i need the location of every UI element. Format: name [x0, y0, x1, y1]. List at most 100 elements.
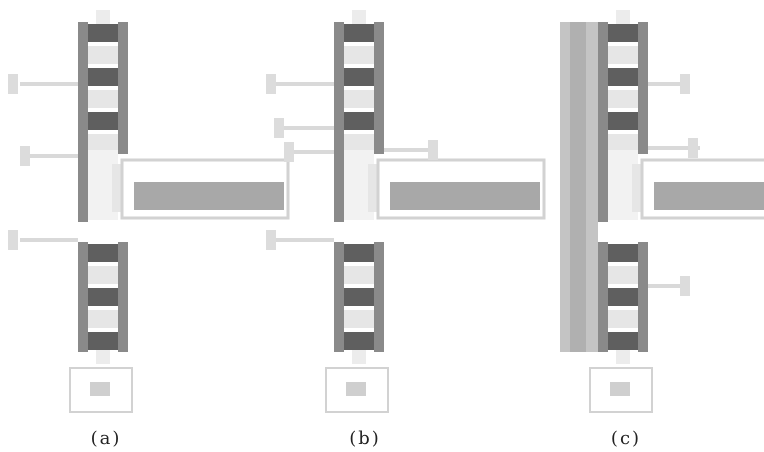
leader-tag	[284, 142, 294, 162]
cell-wall-right	[638, 110, 648, 132]
branch-fill	[654, 182, 764, 210]
cell-wall-right	[638, 286, 648, 308]
column-cell	[88, 68, 118, 86]
base-box-mark	[90, 382, 110, 396]
caption-panel-b: (b)	[349, 428, 381, 449]
cell-wall-left	[78, 88, 88, 110]
cell-wall-left	[598, 110, 608, 132]
top-stub	[96, 10, 110, 24]
column-cell	[344, 68, 374, 86]
junction-wall	[78, 148, 88, 222]
cell-wall-right	[374, 66, 384, 88]
top-stub	[616, 10, 630, 24]
cell-wall-right	[118, 242, 128, 264]
cell-wall-right	[374, 22, 384, 44]
cell-wall-left	[334, 242, 344, 264]
cell-wall-right	[374, 88, 384, 110]
cell-wall-right	[638, 88, 648, 110]
column-cell	[88, 90, 118, 108]
leader-tag	[688, 138, 698, 158]
column-cell	[344, 244, 374, 262]
cell-wall-left	[598, 286, 608, 308]
column-cell	[608, 266, 638, 284]
branch-fill	[390, 182, 540, 210]
cell-wall-right	[118, 44, 128, 66]
caption-panel-a: (a)	[90, 428, 122, 449]
cell-wall-left	[598, 308, 608, 330]
column-cell	[608, 46, 638, 64]
leader-tag	[680, 74, 690, 94]
panel-c	[560, 10, 764, 413]
cell-wall-left	[334, 22, 344, 44]
cell-wall-right	[374, 286, 384, 308]
base-box-mark	[610, 382, 630, 396]
cell-wall-left	[598, 330, 608, 352]
junction-wall	[334, 148, 344, 222]
cell-wall-left	[598, 132, 608, 154]
column-cell	[88, 310, 118, 328]
cell-wall-right	[118, 88, 128, 110]
column-cell	[608, 244, 638, 262]
cell-wall-right	[638, 132, 648, 154]
base-box	[69, 367, 133, 413]
branch-fill	[134, 182, 284, 210]
leader-tag	[20, 146, 30, 166]
cell-wall-left	[598, 22, 608, 44]
cell-wall-right	[374, 330, 384, 352]
column-cell	[608, 288, 638, 306]
cell-wall-right	[118, 66, 128, 88]
cell-wall-left	[78, 44, 88, 66]
column-cell	[344, 24, 374, 42]
cell-wall-right	[638, 66, 648, 88]
bottom-stub	[96, 350, 110, 364]
cell-wall-right	[374, 264, 384, 286]
bottom-stub	[616, 350, 630, 364]
cell-wall-right	[118, 22, 128, 44]
column-cell	[344, 332, 374, 350]
column-cell	[88, 134, 118, 152]
cell-wall-right	[374, 132, 384, 154]
cell-wall-left	[78, 66, 88, 88]
cell-wall-left	[334, 88, 344, 110]
leader-tag	[266, 74, 276, 94]
cell-wall-right	[374, 110, 384, 132]
cell-wall-right	[118, 286, 128, 308]
cell-wall-left	[334, 286, 344, 308]
cell-wall-right	[638, 22, 648, 44]
leader-tag	[680, 276, 690, 296]
column-cell	[608, 68, 638, 86]
top-stub	[352, 10, 366, 24]
column-cell	[344, 134, 374, 152]
cell-wall-left	[598, 264, 608, 286]
cell-wall-left	[598, 66, 608, 88]
cell-wall-right	[638, 44, 648, 66]
leader-tag	[8, 74, 18, 94]
column-cell	[608, 310, 638, 328]
side-band-inner	[570, 22, 586, 352]
cell-wall-right	[118, 110, 128, 132]
cell-wall-left	[78, 308, 88, 330]
column-cell	[344, 310, 374, 328]
cell-wall-right	[118, 264, 128, 286]
cell-wall-right	[638, 242, 648, 264]
cell-wall-left	[334, 110, 344, 132]
column-cell	[88, 112, 118, 130]
cell-wall-right	[118, 308, 128, 330]
column-cell	[88, 288, 118, 306]
cell-wall-right	[374, 308, 384, 330]
column-cell	[88, 266, 118, 284]
cell-wall-left	[78, 264, 88, 286]
leader-tag	[428, 140, 438, 160]
cell-wall-left	[334, 44, 344, 66]
cell-wall-right	[374, 242, 384, 264]
cell-wall-left	[78, 110, 88, 132]
cell-wall-left	[78, 242, 88, 264]
cell-wall-left	[78, 286, 88, 308]
panel-a	[8, 10, 290, 413]
column-cell	[344, 90, 374, 108]
cell-wall-right	[374, 44, 384, 66]
caption-panel-c: (c)	[610, 428, 642, 449]
cell-wall-left	[334, 66, 344, 88]
cell-wall-right	[118, 132, 128, 154]
